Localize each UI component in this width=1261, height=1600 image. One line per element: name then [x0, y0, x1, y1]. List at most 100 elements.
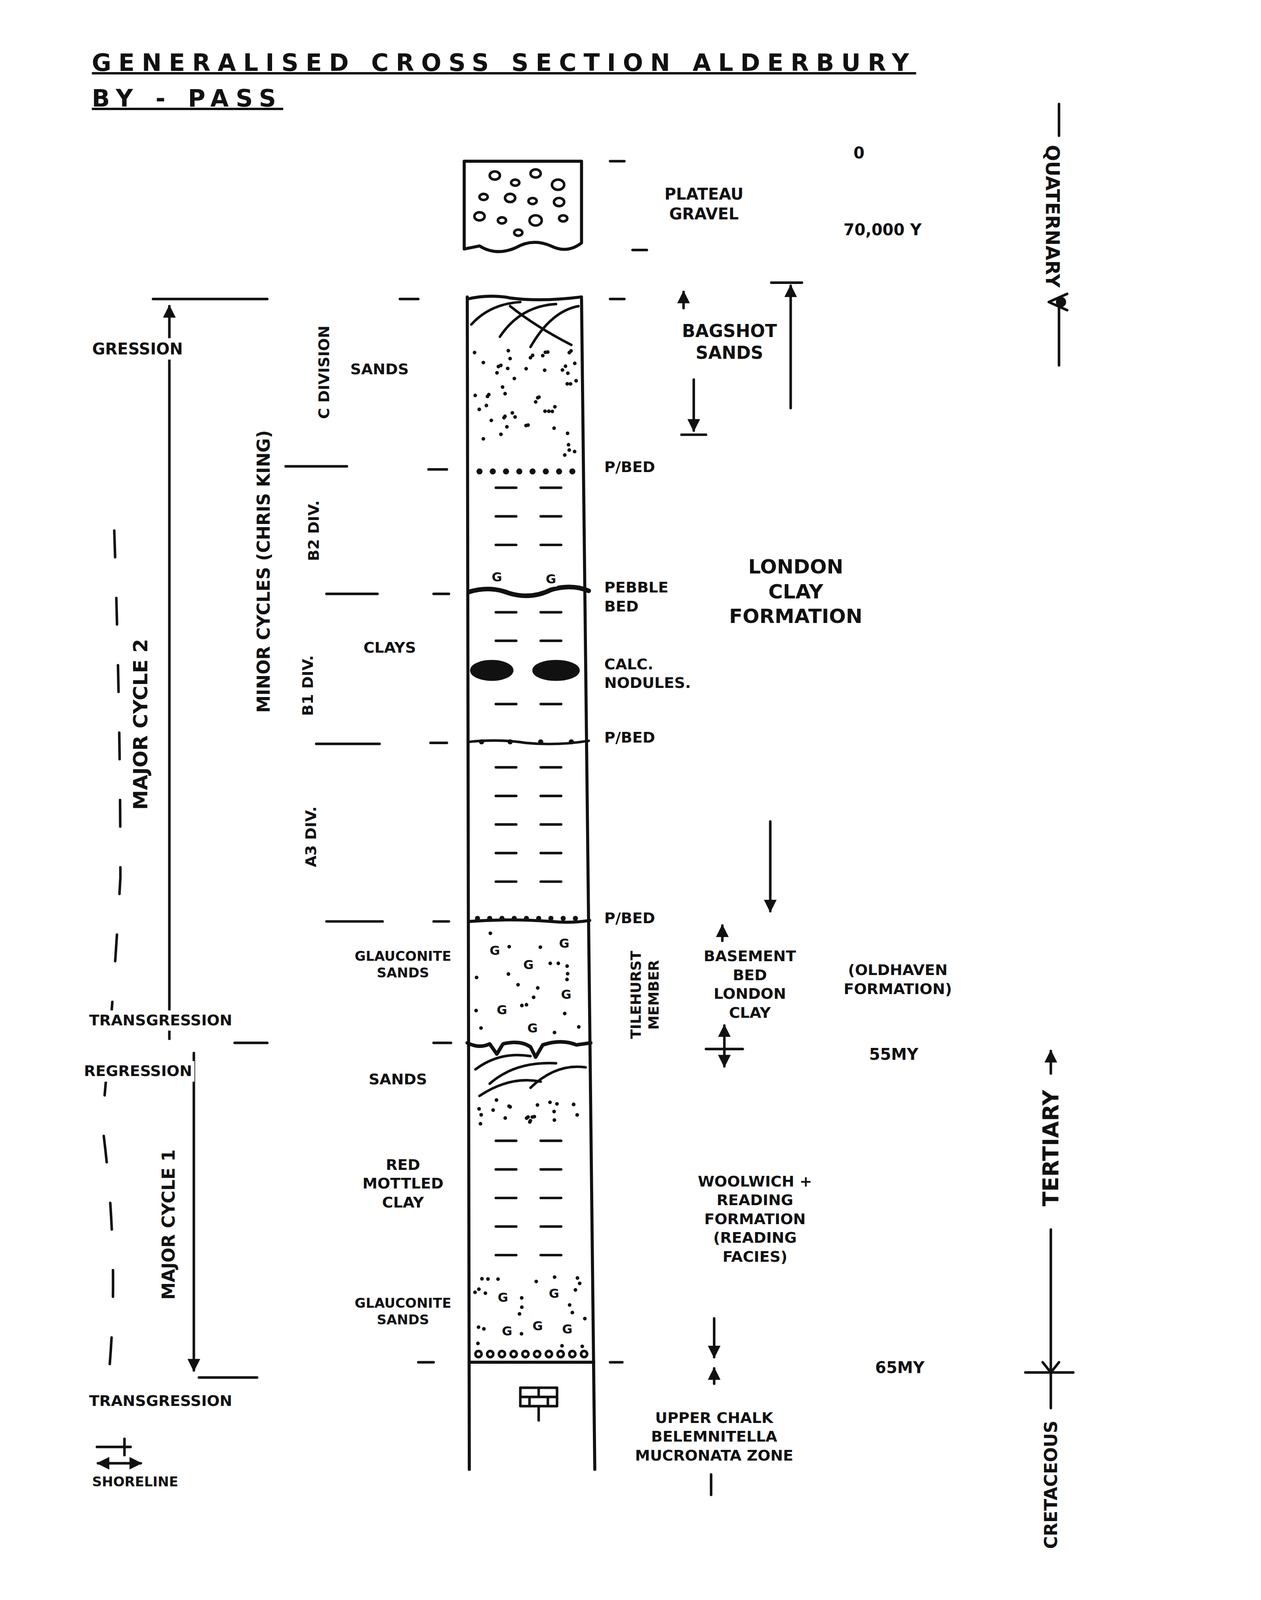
sand-dot — [565, 371, 570, 376]
sand-dot — [517, 1312, 522, 1316]
clay-dash — [495, 765, 517, 769]
sand-dot — [556, 961, 561, 966]
clay-dash — [540, 639, 562, 642]
cross-bedding — [479, 1080, 541, 1097]
chalk-surface — [469, 1360, 594, 1364]
basal-pebble — [569, 1350, 576, 1357]
sand-dot — [531, 995, 536, 1000]
formation-label: BAGSHOT SANDS — [678, 319, 781, 365]
clay-dash — [495, 639, 517, 642]
sand-dot — [580, 1344, 585, 1349]
range-arrow — [723, 1025, 726, 1067]
cycle-boundary — [152, 297, 268, 301]
range-arrow — [712, 1318, 716, 1358]
gravel-pebble — [479, 194, 488, 201]
pebble-dot — [523, 915, 530, 921]
cycle-label: MAJOR CYCLE 2 — [127, 636, 155, 813]
pebble-dot — [502, 468, 509, 475]
cross-bedding — [510, 306, 572, 345]
gravel-pebble — [489, 171, 501, 180]
clay-dash — [540, 851, 562, 855]
gravel-pebble — [530, 169, 541, 178]
cycle-label: MAJOR CYCLE 1 — [156, 1146, 181, 1303]
sand-dot — [562, 453, 567, 457]
clay-dash — [540, 794, 562, 797]
division-label: C DIVISION — [314, 323, 335, 422]
gravel-box — [464, 161, 582, 252]
clay-dash — [495, 851, 517, 855]
level-tick — [609, 1360, 623, 1364]
clay-dash — [540, 543, 562, 547]
clay-dash — [495, 794, 517, 797]
sand-dot — [479, 1026, 483, 1030]
gravel-pebble — [529, 215, 542, 226]
basal-pebble — [557, 1350, 564, 1357]
shoreline-symbol — [123, 1438, 126, 1456]
level-tick — [428, 468, 447, 471]
sand-dot — [516, 982, 520, 987]
sand-dot — [524, 1002, 529, 1007]
sand-dot — [504, 424, 509, 429]
level-tick — [609, 160, 625, 163]
sand-dot — [520, 1295, 524, 1300]
pebble-dot — [474, 915, 481, 921]
glauconite-mark: G — [490, 570, 503, 585]
division-label: B1 DIV. — [297, 653, 319, 719]
sand-dot — [552, 1030, 557, 1035]
shoreline-curve — [102, 530, 121, 1409]
sand-dot — [476, 1325, 481, 1329]
sand-dot — [535, 1102, 540, 1107]
level-tick — [632, 248, 647, 252]
cycle-arrow — [167, 306, 171, 1039]
basal-pebble — [475, 1350, 482, 1357]
sand-dot — [526, 1115, 530, 1119]
pebble-dot — [511, 915, 517, 921]
sand-dot — [565, 971, 570, 976]
clay-dash — [540, 1167, 562, 1171]
range-arrow — [682, 291, 685, 309]
clay-dash — [495, 1196, 517, 1200]
sand-dot — [479, 1112, 483, 1117]
pebble-dot — [476, 468, 483, 475]
sand-dot — [496, 364, 501, 369]
level-tick — [433, 592, 450, 595]
basal-pebble — [499, 1350, 505, 1357]
clay-dash — [540, 1139, 562, 1142]
pebble-dot — [478, 739, 484, 745]
lithology-label: SANDS — [366, 1069, 430, 1090]
basal-pebble — [510, 1350, 517, 1357]
glauconite-mark: G — [495, 1003, 508, 1018]
sand-dot — [537, 395, 541, 399]
clay-dash — [495, 1167, 517, 1171]
sand-dot — [552, 404, 557, 409]
pebble-dot — [548, 915, 554, 921]
sand-dot — [478, 1121, 482, 1126]
period-label: CRETACEOUS — [1039, 1418, 1063, 1552]
sand-dot — [474, 975, 479, 980]
cycle-label: REGRESSION — [81, 1061, 195, 1082]
gravel-pebble — [504, 194, 516, 203]
period-label: TERTIARY — [1036, 1087, 1066, 1209]
cycle-label: TRANSGRESSION — [86, 1390, 235, 1412]
sand-dot — [519, 1331, 524, 1336]
level-tick — [433, 1041, 452, 1044]
glauconite-mark: G — [488, 944, 501, 959]
basal-pebble — [522, 1350, 529, 1357]
sand-dot — [524, 423, 528, 428]
calcareous-nodule — [471, 661, 513, 680]
glauconite-mark: G — [522, 958, 535, 973]
cycle-label: TRANSGRESSION — [86, 1010, 235, 1031]
sand-dot — [481, 436, 486, 441]
sand-dot — [550, 409, 555, 414]
basal-pebble — [534, 1350, 541, 1357]
sand-dot — [512, 376, 517, 381]
sand-dot — [546, 409, 551, 414]
pebble-dot — [516, 468, 522, 475]
glauconite-mark: G — [560, 988, 573, 1002]
sand-dot — [491, 1108, 495, 1112]
range-arrow — [712, 1368, 716, 1384]
sand-dot — [582, 1316, 587, 1321]
clay-dash — [540, 611, 562, 614]
glauconite-mark: G — [500, 1324, 513, 1339]
